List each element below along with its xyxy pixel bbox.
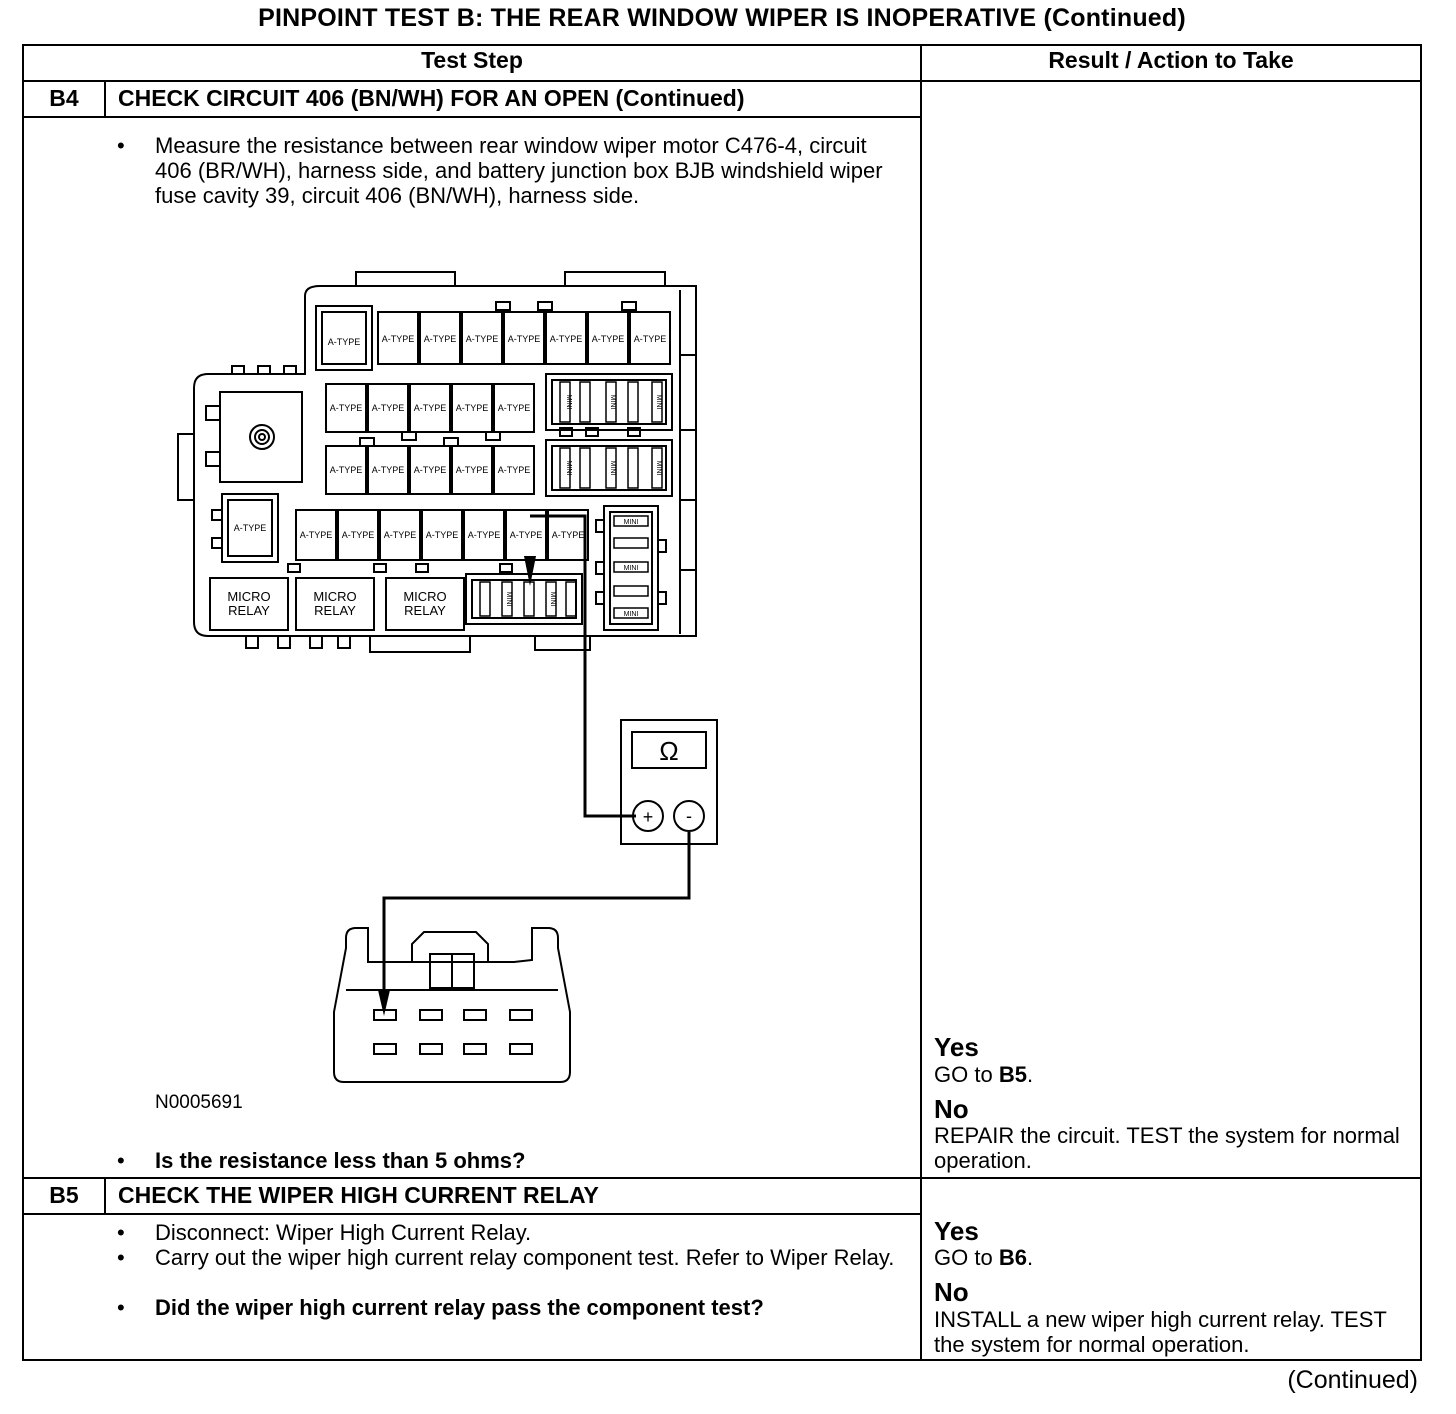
result-yes-label: Yes xyxy=(934,1216,979,1246)
step-question: Did the wiper high current relay pass th… xyxy=(155,1295,764,1320)
negative-lead xyxy=(382,832,691,1002)
result-no-action: REPAIR the circuit. TEST the system for … xyxy=(934,1123,1400,1173)
svg-text:A-TYPE: A-TYPE xyxy=(330,465,363,475)
svg-text:A-TYPE: A-TYPE xyxy=(342,530,375,540)
svg-text:A-TYPE: A-TYPE xyxy=(424,334,457,344)
meter-display xyxy=(631,731,707,769)
svg-text:A-TYPE: A-TYPE xyxy=(466,334,499,344)
svg-text:MINI: MINI xyxy=(624,519,639,526)
svg-text:A-TYPE: A-TYPE xyxy=(498,465,531,475)
svg-text:A-TYPE: A-TYPE xyxy=(510,530,543,540)
svg-text:MINI: MINI xyxy=(609,395,616,410)
step-instruction: Disconnect: Wiper High Current Relay. xyxy=(155,1220,532,1245)
step-instruction: Carry out the wiper high current relay c… xyxy=(155,1245,895,1270)
micro-relay-label: MICRO xyxy=(227,589,270,604)
svg-text:A-TYPE: A-TYPE xyxy=(414,465,447,475)
svg-text:A-TYPE: A-TYPE xyxy=(372,403,405,413)
header-rule xyxy=(22,80,1422,82)
svg-text:MINI: MINI xyxy=(505,592,512,607)
svg-text:MINI: MINI xyxy=(549,592,556,607)
svg-text:A-TYPE: A-TYPE xyxy=(592,334,625,344)
fuse-box-measurement-diagram: A-TYPE A-TYPE A-TYPE A-TYPE A-TYPE A-TYP… xyxy=(177,271,718,1083)
svg-text:MINI: MINI xyxy=(565,461,572,476)
result-no-label: No xyxy=(934,1094,969,1124)
header-test-step: Test Step xyxy=(421,47,523,73)
svg-text:A-TYPE: A-TYPE xyxy=(468,530,501,540)
junction-box-outline xyxy=(193,285,697,637)
meter-minus-terminal xyxy=(673,800,705,832)
mini-fuse-block xyxy=(545,373,673,431)
micro-relay xyxy=(295,577,375,631)
svg-text:A-TYPE: A-TYPE xyxy=(384,530,417,540)
svg-text:MINI: MINI xyxy=(655,461,662,476)
mini-fuse-block xyxy=(465,573,583,625)
svg-text:MINI: MINI xyxy=(565,395,572,410)
power-relay xyxy=(219,391,303,483)
mini-fuse-block xyxy=(545,439,673,497)
diagnostic-table xyxy=(22,44,1422,1361)
svg-text:A-TYPE: A-TYPE xyxy=(330,403,363,413)
svg-text:RELAY: RELAY xyxy=(228,603,270,618)
bullet-dot: • xyxy=(117,1245,125,1270)
svg-text:A-TYPE: A-TYPE xyxy=(456,465,489,475)
svg-text:A-TYPE: A-TYPE xyxy=(382,334,415,344)
step-id-divider xyxy=(104,1178,106,1215)
step-reference: B5 xyxy=(998,1062,1027,1087)
step-id: B5 xyxy=(49,1182,79,1208)
result-yes-label: Yes xyxy=(934,1032,979,1062)
step-question: Is the resistance less than 5 ohms? xyxy=(155,1148,526,1173)
result-yes-action: GO to B6. xyxy=(934,1245,1034,1270)
svg-text:A-TYPE: A-TYPE xyxy=(414,403,447,413)
step-title-rule xyxy=(22,1213,922,1215)
continued-note: (Continued) xyxy=(1287,1366,1418,1394)
svg-text:RELAY: RELAY xyxy=(314,603,356,618)
result-no-action: INSTALL a new wiper high current relay. … xyxy=(934,1307,1387,1357)
column-divider xyxy=(920,44,922,1361)
positive-lead xyxy=(530,514,636,818)
step-title: CHECK THE WIPER HIGH CURRENT RELAY xyxy=(118,1182,599,1208)
svg-text:MINI: MINI xyxy=(624,611,639,618)
svg-text:Ω: Ω xyxy=(659,736,678,766)
svg-text:MINI: MINI xyxy=(655,395,662,410)
svg-text:A-TYPE: A-TYPE xyxy=(634,334,667,344)
step-separator xyxy=(22,1177,1422,1179)
svg-text:A-TYPE: A-TYPE xyxy=(300,530,333,540)
wiper-motor-connector xyxy=(333,927,571,1083)
svg-text:A-TYPE: A-TYPE xyxy=(498,403,531,413)
step-reference: B6 xyxy=(998,1245,1027,1270)
svg-text:A-TYPE: A-TYPE xyxy=(372,465,405,475)
meter-plus-terminal xyxy=(632,800,664,832)
bullet-dot: • xyxy=(117,1220,125,1245)
svg-text:MINI: MINI xyxy=(624,565,639,572)
svg-text:MINI: MINI xyxy=(609,461,616,476)
ohmmeter xyxy=(620,719,718,845)
bullet-dot: • xyxy=(117,1295,125,1320)
result-yes-action: GO to B5. xyxy=(934,1062,1034,1087)
step-instruction: Measure the resistance between rear wind… xyxy=(155,133,883,208)
step-id-divider xyxy=(104,81,106,118)
svg-text:+: + xyxy=(643,807,654,827)
bullet-dot: • xyxy=(117,1148,125,1173)
header-result-action: Result / Action to Take xyxy=(1048,47,1294,73)
svg-text:-: - xyxy=(686,806,692,826)
figure-id: N0005691 xyxy=(155,1092,243,1113)
svg-text:A-TYPE: A-TYPE xyxy=(550,334,583,344)
step-id: B4 xyxy=(49,85,79,111)
step-title: CHECK CIRCUIT 406 (BN/WH) FOR AN OPEN (C… xyxy=(118,85,745,111)
svg-text:RELAY: RELAY xyxy=(404,603,446,618)
page-title: PINPOINT TEST B: THE REAR WINDOW WIPER I… xyxy=(258,4,1186,32)
micro-relay xyxy=(209,577,289,631)
micro-relay xyxy=(385,577,465,631)
svg-text:A-TYPE: A-TYPE xyxy=(456,403,489,413)
bullet-dot: • xyxy=(117,133,125,158)
result-no-label: No xyxy=(934,1277,969,1307)
micro-relay-label: MICRO xyxy=(403,589,446,604)
svg-text:A-TYPE: A-TYPE xyxy=(552,530,585,540)
micro-relay-label: MICRO xyxy=(313,589,356,604)
svg-text:A-TYPE: A-TYPE xyxy=(508,334,541,344)
svg-text:A-TYPE: A-TYPE xyxy=(234,523,267,533)
svg-text:A-TYPE: A-TYPE xyxy=(426,530,459,540)
svg-text:A-TYPE: A-TYPE xyxy=(328,337,361,347)
step-title-rule xyxy=(22,116,922,118)
